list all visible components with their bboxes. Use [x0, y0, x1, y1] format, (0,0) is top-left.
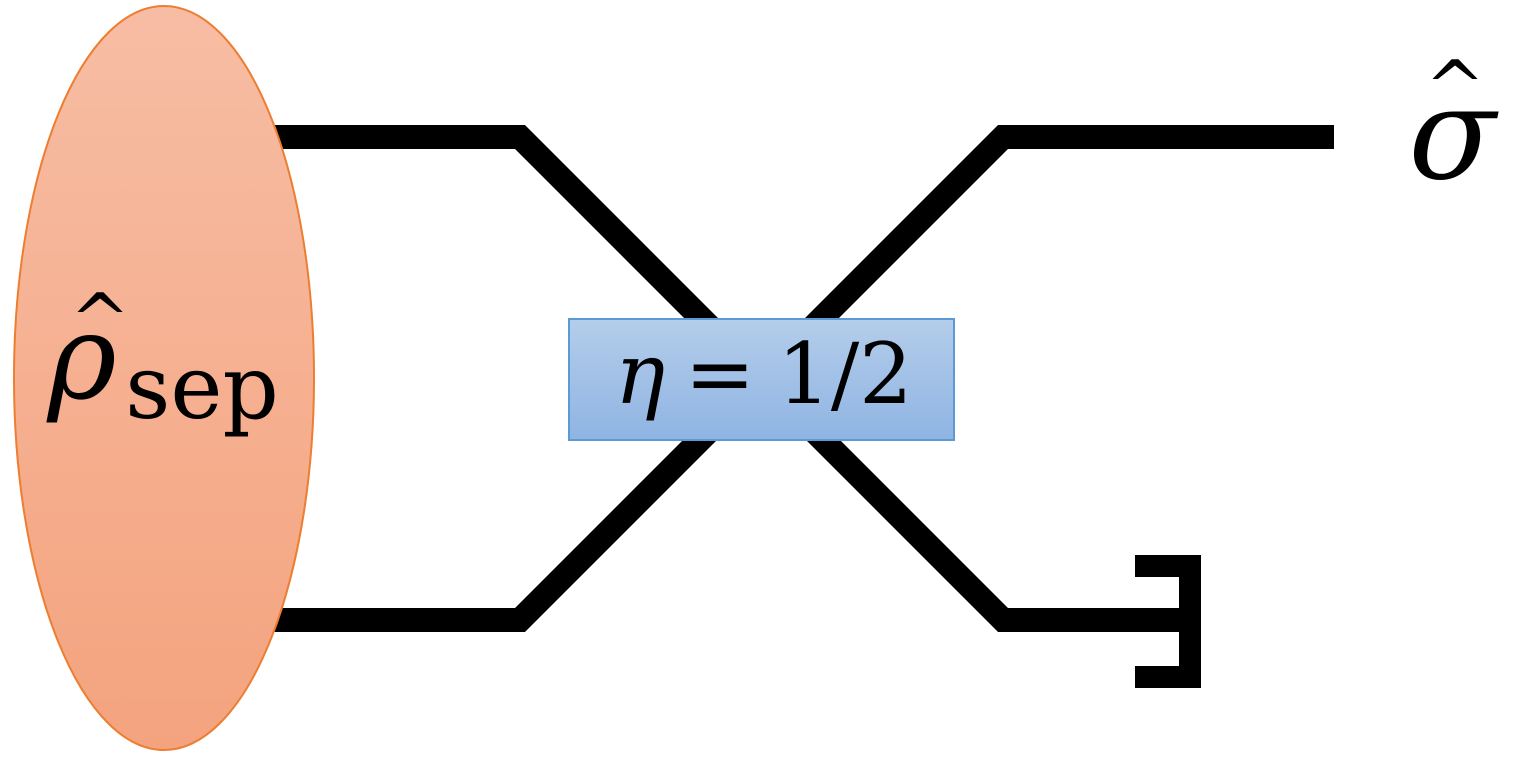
- transmissivity-equals: =: [685, 325, 755, 423]
- source-state-label: ^ ρ sep: [45, 278, 278, 439]
- output-state-label: ^ σ: [1408, 45, 1499, 209]
- terminal-top-arm: [1135, 555, 1201, 577]
- source-rho-hat: ^: [70, 278, 130, 362]
- terminal-bottom-arm: [1135, 666, 1201, 688]
- transmissivity-symbol: η: [615, 325, 665, 423]
- beam-splitter-box: [568, 318, 955, 441]
- output-sigma-symbol: σ: [1408, 60, 1499, 209]
- transmissivity-value: 1/2: [777, 325, 912, 423]
- beam-splitter-label: η = 1/2: [615, 325, 913, 423]
- source-rho-symbol: ρ: [45, 288, 116, 426]
- output-sigma-hat: ^: [1425, 45, 1485, 129]
- separable-state-source: [13, 5, 315, 751]
- source-subscript: sep: [125, 336, 279, 439]
- trace-out-terminal: [1135, 555, 1201, 688]
- terminal-vertical-bar: [1179, 555, 1201, 688]
